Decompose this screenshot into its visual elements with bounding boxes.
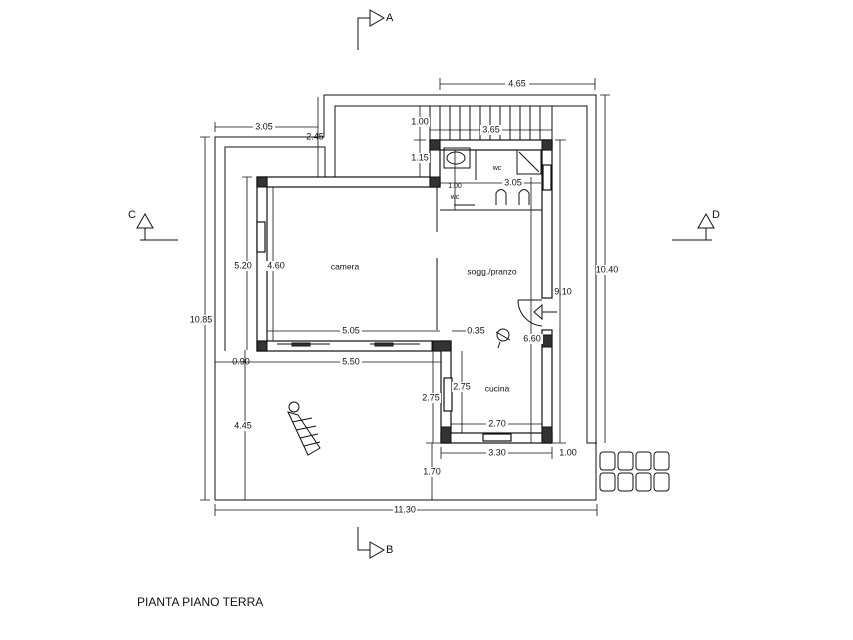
dim-label: 10.85 xyxy=(190,314,213,324)
dim-label: 6.60 xyxy=(523,333,541,343)
drawing-title: PIANTA PIANO TERRA xyxy=(137,595,263,609)
room-label-camera: camera xyxy=(331,261,360,271)
dimension-labels: 4.65 3.05 2.45 1.00 3.65 1.15 1.00 3.05 … xyxy=(190,78,619,515)
people-figures xyxy=(287,328,511,456)
dim-label: 1.15 xyxy=(411,152,429,162)
dim-label: 3.65 xyxy=(482,124,500,134)
room-label-cucina: cucina xyxy=(485,383,510,393)
section-marker-d: D xyxy=(672,209,720,241)
room-label-soggiorno: sogg./pranzo xyxy=(467,266,516,276)
dim-label: 3.05 xyxy=(504,177,522,187)
dim-label: 0.90 xyxy=(232,356,250,366)
section-marker-c: C xyxy=(128,209,178,241)
dim-label: 1.00 xyxy=(411,116,429,126)
section-label-d: D xyxy=(712,209,720,221)
dim-label: 2.45 xyxy=(306,131,324,141)
section-marker-a: A xyxy=(357,9,394,50)
dim-label: 5.50 xyxy=(342,356,360,366)
dim-label: 4.60 xyxy=(267,260,285,270)
dim-label: 4.45 xyxy=(234,420,252,430)
dim-label: 5.05 xyxy=(342,325,360,335)
dim-label: 9.10 xyxy=(554,286,572,296)
dim-label: 3.30 xyxy=(488,447,506,457)
room-label-wc: wc xyxy=(492,165,502,172)
paving-stones xyxy=(599,451,670,492)
terrace-outline xyxy=(214,94,597,501)
dim-label: 2.75 xyxy=(453,381,471,391)
dim-label: 2.70 xyxy=(488,418,506,428)
dim-label: 1.70 xyxy=(423,466,441,476)
dim-label: 1.00 xyxy=(448,183,462,190)
dim-label: 2.75 xyxy=(422,392,440,402)
dim-label: 3.05 xyxy=(255,121,273,131)
room-label-wc-small: wc xyxy=(450,194,460,201)
walls xyxy=(256,139,557,444)
section-label-a: A xyxy=(386,12,394,24)
bathroom-fixtures xyxy=(443,147,542,206)
dim-label: 1.00 xyxy=(559,447,577,457)
dim-label: 11.30 xyxy=(394,504,416,514)
section-label-c: C xyxy=(128,209,136,221)
dim-label: 0.35 xyxy=(467,325,485,335)
dim-label: 5.20 xyxy=(234,260,252,270)
section-label-b: B xyxy=(386,544,393,556)
dim-label: 10.40 xyxy=(596,264,619,274)
room-labels: camera sogg./pranzo cucina wc wc xyxy=(331,165,517,393)
section-marker-b: B xyxy=(357,527,393,559)
dim-label: 4.65 xyxy=(508,78,526,88)
